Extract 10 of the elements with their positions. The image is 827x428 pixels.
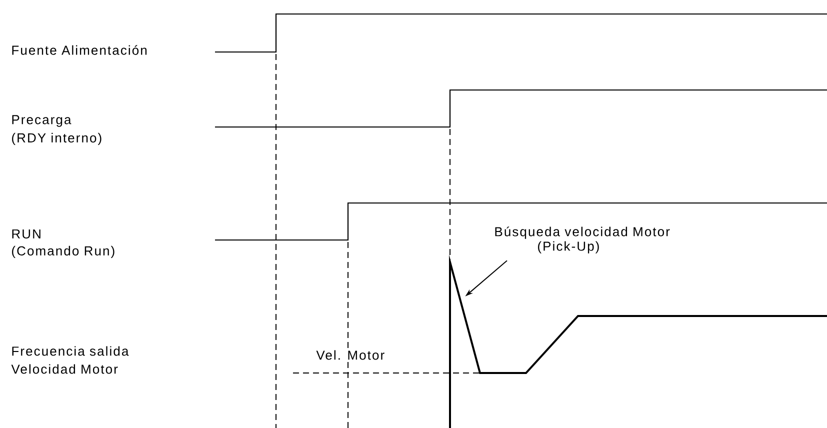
signal-label: RUN [10,228,42,240]
annotation-text: Búsqueda velocidad Motor (Pick-Up) [495,226,670,254]
signal-label: Fuente Alimentación [10,44,148,56]
signal-label: Frecuencia salida [10,345,130,357]
signal-label: Precarga [10,114,72,128]
signal-label: Velocidad Motor [10,363,119,375]
signal-label: (RDY interno) [10,132,104,146]
signal-label: Vel. Motor [315,349,386,361]
frequency-waveform [449,254,827,428]
signal-label: (Comando Run) [10,244,116,260]
